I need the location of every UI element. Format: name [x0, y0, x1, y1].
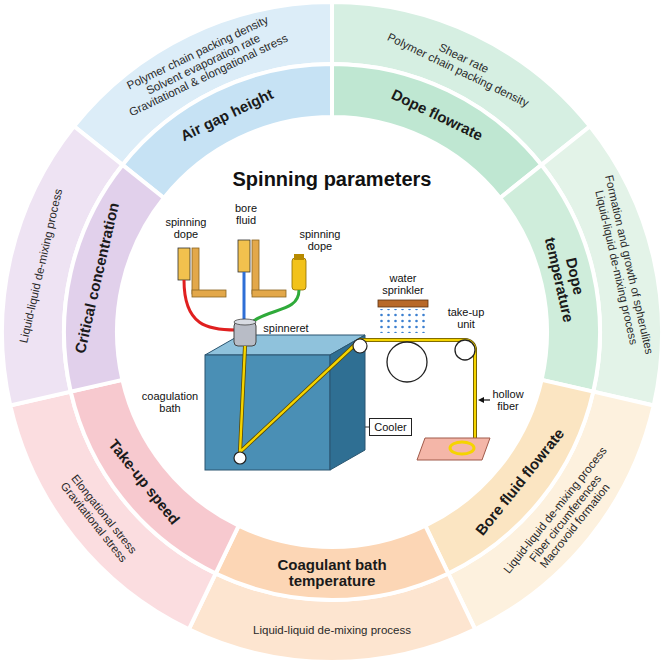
outer-band	[332, 2, 590, 165]
part-label: hollow fiber	[491, 388, 525, 412]
parameter-name: Take-up speed	[105, 437, 182, 528]
effect-text: Liquid-liquid de-mixing process	[253, 624, 411, 637]
effect-list: Liquid-liquid de-mixing process	[18, 187, 65, 344]
effect-text: Liquid-liquid de-mixing process	[593, 189, 640, 346]
effect-text: Polymer chain packing density	[125, 13, 270, 92]
part-label: water sprinkler	[374, 272, 432, 296]
inner-band	[122, 64, 332, 198]
effect-text: Gravitational & elongational stress	[127, 31, 290, 118]
outer-band	[74, 2, 332, 165]
outer-band	[10, 392, 215, 630]
parameter-name: Dope flowrate	[388, 86, 484, 143]
inner-band	[332, 64, 542, 198]
part-label: coagulation bath	[138, 390, 202, 414]
parameter-name: Bore fluid flowrate	[473, 426, 568, 539]
inner-band	[500, 165, 600, 392]
part-label: bore fluid	[226, 202, 266, 226]
parameter-name: Air gap height	[179, 86, 277, 144]
diagram-title: Spinning parameters	[0, 168, 664, 191]
effect-text: Liquid-liquid de-mixing process	[501, 444, 609, 575]
effect-list: Elongational stressGravitational stress	[59, 472, 140, 565]
effect-text: Fiber circumferences	[527, 472, 604, 564]
outer-band	[2, 126, 122, 405]
effect-text: Liquid-liquid de-mixing process	[18, 187, 65, 344]
effect-list: Polymer chain packing densitySolvent eva…	[116, 9, 290, 118]
effect-text: Formation and growth of spherulites	[602, 173, 655, 355]
cooler-box: Cooler	[369, 418, 412, 436]
effect-text: Solvent evaporation rate	[144, 31, 262, 96]
cooler-label: Cooler	[370, 419, 411, 433]
parameter-name: Critical concentration	[72, 201, 122, 355]
outer-band	[542, 126, 662, 405]
effect-list: Liquid-liquid de-mixing processFiber cir…	[501, 444, 629, 591]
inner-band	[216, 526, 449, 600]
effect-list: Shear ratePolymer chain packing density	[386, 19, 537, 109]
effect-text: Shear rate	[437, 41, 491, 76]
inner-band	[64, 165, 164, 392]
effect-list: Formation and growth of spherulitesLiqui…	[590, 173, 655, 357]
part-label: spinning dope	[160, 216, 212, 240]
effect-text: Elongational stress	[69, 472, 139, 556]
effect-text: Polymer chain packing density	[386, 30, 531, 109]
parameter-name: Dope temperature	[541, 227, 594, 329]
effect-list: Liquid-liquid de-mixing process	[253, 624, 411, 637]
part-label: take-up unit	[441, 306, 491, 330]
inner-band	[71, 380, 239, 574]
part-label: spinning dope	[294, 228, 346, 252]
effect-text: Gravitational stress	[59, 479, 130, 564]
outer-band	[448, 392, 653, 630]
effect-text: Macrovoid formation	[537, 481, 612, 570]
outer-band	[189, 573, 475, 662]
inner-band	[425, 380, 593, 574]
parameter-name: Coagulant bath temperature	[242, 557, 422, 589]
part-label: spinneret	[258, 322, 314, 334]
